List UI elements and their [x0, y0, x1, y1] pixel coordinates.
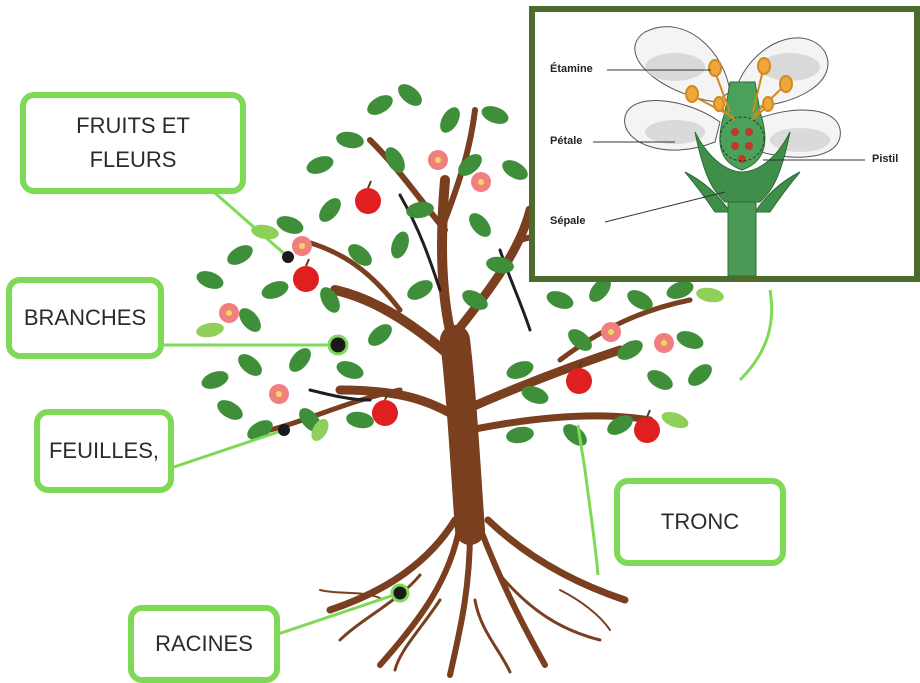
branches-label: BRANCHES: [6, 277, 164, 359]
leaves: [196, 84, 724, 446]
sepale-label: Sépale: [550, 215, 586, 227]
flower-diagram-inset: Étamine Pétale Sépale Pistil: [529, 6, 920, 282]
petale-label: Pétale: [550, 135, 583, 147]
pistil: [719, 81, 766, 171]
fruits-label-line2: FLEURS: [89, 147, 177, 172]
fruits-label-line1: FRUITS ET: [76, 113, 190, 138]
flower-cross-section: [593, 26, 865, 276]
petal-shading: [645, 53, 830, 152]
racines-label: RACINES: [128, 605, 280, 683]
roots: [319, 516, 629, 678]
trunk-and-branches: [267, 107, 693, 545]
sepals: [684, 131, 801, 276]
connector-dots: [278, 251, 410, 603]
apples: [293, 180, 660, 443]
tronc-label: TRONC: [614, 478, 786, 566]
feuilles-label: FEUILLES,: [34, 409, 174, 493]
pointer-lines: [593, 69, 865, 223]
fruits-fleurs-label: FRUITS ET FLEURS: [20, 92, 246, 194]
etamine-label: Étamine: [550, 63, 593, 75]
blossoms: [219, 150, 674, 404]
connector-lines: [160, 191, 774, 637]
pistil-label: Pistil: [872, 153, 899, 165]
stamens: [685, 57, 793, 121]
